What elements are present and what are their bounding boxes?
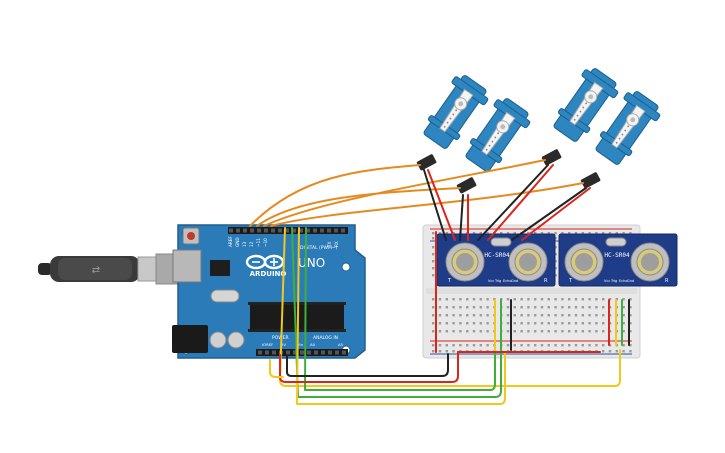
wire-sensor-2-echo <box>304 227 496 391</box>
sensor-2-echo-label: Echo <box>619 279 628 283</box>
digital-label: DIGITAL (PWM~) <box>300 245 338 251</box>
sensor-1-trig-label: Trig <box>494 279 501 283</box>
servo-motor-4 <box>595 91 661 165</box>
ultrasonic-sensor-2: HC-SR04 T R Vcc Trig Echo Gnd <box>558 233 678 287</box>
wire-servo-1-ground <box>423 169 447 241</box>
sensor-2-trig-label: Trig <box>610 279 617 283</box>
wire-servo-1-signal <box>249 164 421 227</box>
sensor-2-model-label: HC-SR04 <box>604 252 630 259</box>
wire-servo-3-signal <box>263 159 546 227</box>
tx-label: TX <box>327 241 332 248</box>
rx-label: RX <box>334 241 339 247</box>
sensor-1-vcc-label: Vcc <box>488 279 494 283</box>
v5-label: 5V <box>281 342 286 347</box>
servo-motor-4-connector <box>580 172 601 189</box>
sensor-1-r-label: R <box>544 278 548 284</box>
pin13-label: 13 <box>242 241 247 247</box>
pin11-label: ~11 <box>256 238 261 247</box>
a0-label: A0 <box>310 342 316 347</box>
wire-sensor-1-trig <box>279 227 621 387</box>
aref-label: AREF <box>228 236 233 247</box>
servo-motor-1 <box>423 75 489 149</box>
servo-motor-2-connector <box>456 177 477 194</box>
wire-servo-1-power <box>427 169 456 241</box>
analog-label: ANALOG IN <box>313 335 338 341</box>
wire-servo-3-ground <box>477 164 549 241</box>
sensor-2-vcc-label: Vcc <box>604 279 610 283</box>
sensor-1-model-label: HC-SR04 <box>484 252 510 259</box>
wire-servo-3-power <box>487 164 554 241</box>
wire-gnd <box>286 353 449 377</box>
wire-5v <box>279 351 459 383</box>
arduino-uno-board: ARDUINO UNO AREF GND 13 12 ~11 ~10 TX RX… <box>172 224 366 359</box>
arduino-model-label: UNO <box>298 256 325 270</box>
svg-text:⇄: ⇄ <box>92 265 100 276</box>
wire-servo-4-ground <box>511 187 587 241</box>
wire-servo-2-signal <box>256 187 461 227</box>
sensor-1-gnd-label: Gnd <box>511 279 518 283</box>
sensor-2-gnd-label: Gnd <box>627 279 634 283</box>
wire-sensor-1-echo <box>291 227 502 398</box>
sensor-2-t-label: T <box>568 278 573 284</box>
power-label: POWER <box>272 335 289 341</box>
vin-label: Vin <box>297 342 304 347</box>
wire-sensor-2-trig <box>296 227 506 405</box>
servo-motor-3 <box>553 68 619 142</box>
pin10-label: ~10 <box>263 238 268 247</box>
wires <box>249 159 630 405</box>
pin12-label: 12 <box>249 241 254 247</box>
wire-servo-4-signal <box>270 182 584 227</box>
sensor-1-t-label: T <box>447 278 452 284</box>
arduino-logo-icon <box>245 254 285 270</box>
servo-motor-1-connector <box>416 154 437 171</box>
servo-motor-2 <box>465 98 531 172</box>
a5-label: A5 <box>338 342 344 347</box>
wire-servo-4-power <box>521 187 591 241</box>
gnd-label: GND <box>235 237 240 247</box>
ioref-label: IOREF <box>262 342 273 347</box>
arduino-brand-label: ARDUINO <box>250 270 287 278</box>
wire-servo-2-ground <box>459 194 464 241</box>
ultrasonic-sensor-1: HC-SR04 T R Vcc Trig Echo Gnd <box>436 233 556 287</box>
servo-motor-3-connector <box>541 149 562 166</box>
sensor-2-r-label: R <box>665 278 669 284</box>
sensor-1-echo-label: Echo <box>503 279 512 283</box>
